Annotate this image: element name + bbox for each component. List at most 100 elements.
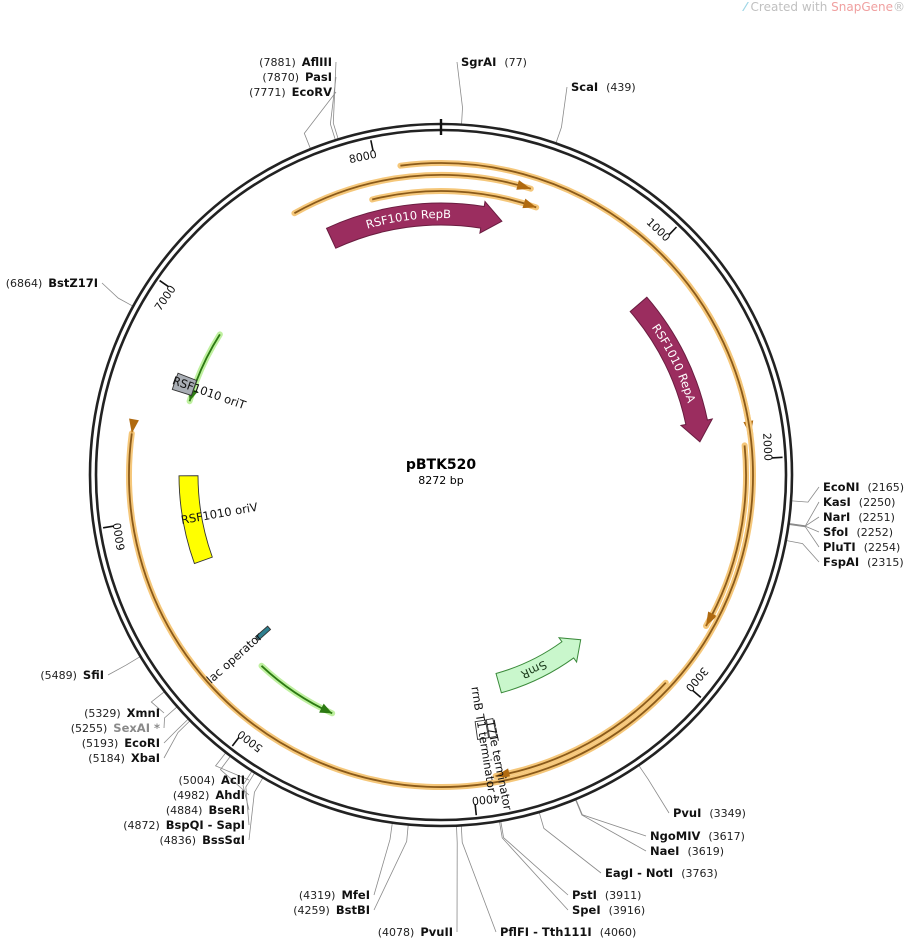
site-bstbi: (4259)BstBI [293,903,370,917]
site-leader [638,765,670,814]
site-position: (5184) [88,752,125,765]
site-naei: NaeI(3619) [650,844,724,858]
site-name: PvuII [420,925,453,939]
site-name: XbaI [131,751,160,765]
site-name: SpeI [572,903,601,917]
site-leader [163,720,190,759]
orf-arc [293,174,532,214]
site-name: PvuI [673,806,701,820]
site-name: BssSαI [202,833,245,847]
site-leader [786,540,820,563]
site-eagi-noti: EagI - NotI(3763) [605,866,718,880]
orf-arc [495,682,667,777]
site-leader [303,91,337,149]
site-pvui: PvuI(3349) [673,806,746,820]
site-leader [107,656,140,676]
site-leader [248,778,263,841]
site-leader [101,282,133,307]
site-acli: (5004) AclI [178,773,245,787]
site-leader [460,826,497,933]
site-position: (3619) [687,845,724,858]
site-name: BseRI [208,803,245,817]
site-pvuii: (4078)PvuII [378,925,453,939]
site-name: PstI [572,888,597,902]
site-ecori: (5193)EcoRI [82,736,160,750]
orf-arrowhead [705,611,718,627]
site-name: SgrAI [461,55,496,69]
site-leader [789,523,820,533]
site-position: (5004) [178,774,215,787]
site-name: BstBI [336,903,370,917]
ruler-tick [771,456,783,459]
plasmid-center-label: pBTK520 8272 bp [406,457,477,487]
ruler-tick [231,736,240,747]
ruler-tick [159,279,170,288]
site-name: SfoI [823,525,848,539]
site-bspqi-sapi: (4872)BspQI - SapI [123,818,245,832]
ruler-tick-label: 4000 [471,791,500,807]
watermark-prefix: Created with [750,0,832,14]
site-mfei: (4319) MfeI [299,888,370,902]
primer-arcs [186,319,701,717]
feature-rsf1010-orit [171,372,198,397]
site-position: (4982) [173,789,210,802]
site-scai: ScaI(439) [571,80,636,94]
site-leader [456,826,458,933]
site-position: (2251) [858,511,895,524]
site-leader [539,812,602,874]
feature-lac-operator [254,625,272,641]
orf-arc [128,162,754,788]
site-position: (4872) [123,819,160,832]
snapgene-logo-icon: ⁄ [744,0,747,14]
site-name: KasI [823,495,851,509]
ruler-tick [474,804,478,816]
site-position: (2165) [867,481,904,494]
site-sexai: (5255)SexAI * [71,721,160,735]
ruler-tick [668,226,678,236]
ruler-tick [370,140,374,152]
site-bseri: (4884)BseRI [166,803,245,817]
feature-rrnb-t1-terminator [474,719,490,740]
site-leader [163,707,177,729]
site-name: XmnI [127,706,160,720]
site-position: (4319) [299,889,336,902]
site-position: (3617) [708,830,745,843]
ruler-tick-label: 6000 [111,522,128,552]
site-name: MfeI [341,888,370,902]
site-position: (4836) [160,834,197,847]
primer-glow [258,662,336,717]
site-leader [555,86,568,143]
site-position: (5329) [84,707,121,720]
site-leader [789,524,820,548]
site-xbai: (5184) XbaI [88,751,160,765]
site-sfoi: SfoI(2252) [823,525,893,539]
site-leader [214,752,250,781]
site-fspai: FspAI(2315) [823,555,904,569]
site-sgrai: SgrAI (77) [461,55,527,69]
site-bstz17i: (6864)BstZ17I [6,276,98,290]
feature-smr [495,637,582,694]
site-leader [219,756,250,796]
plasmid-name: pBTK520 [406,457,477,473]
site-econi: EcoNI (2165) [823,480,904,494]
ruler-tick-label: 8000 [348,148,378,166]
site-name: AflIII [302,55,332,69]
site-leader-lines [101,61,820,933]
site-position: (2250) [859,496,896,509]
site-name: AclI [221,773,245,787]
site-position: (77) [504,56,527,69]
site-name: EcoNI [823,480,859,494]
site-position: (2254) [864,541,901,554]
ruler-tick [691,689,702,698]
site-leader [332,61,339,139]
feature-t7te-terminator [485,718,498,739]
feature-rsf1010-repb [325,200,503,249]
site-psti: PstI(3911) [572,888,641,902]
site-pluti: PluTI (2254) [823,540,900,554]
orf-arrowhead [495,768,511,779]
site-name: PluTI [823,540,856,554]
watermark-brand: SnapGene [831,0,893,14]
site-position: (5489) [40,669,77,682]
site-spei: SpeI(3916) [572,903,645,917]
